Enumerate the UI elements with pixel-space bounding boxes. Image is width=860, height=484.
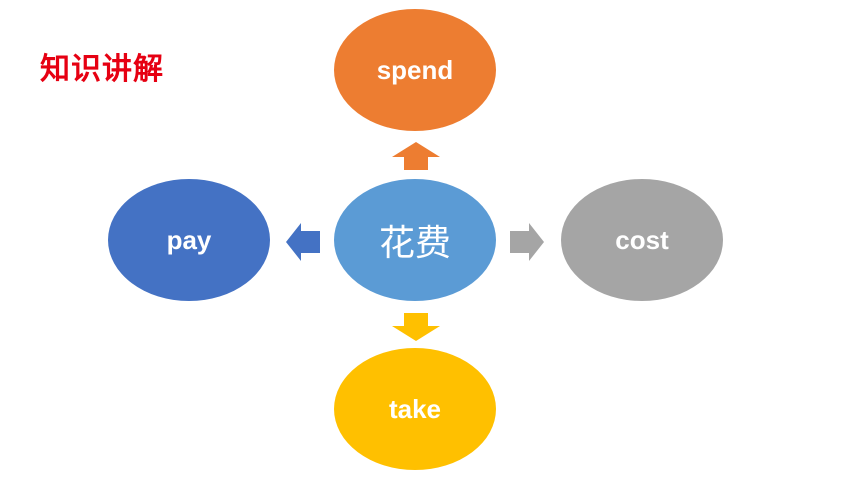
arrow-left-icon bbox=[286, 223, 320, 261]
arrow-up-shape bbox=[392, 142, 440, 170]
arrow-right-icon bbox=[510, 223, 544, 261]
node-cost-label: cost bbox=[615, 224, 669, 255]
page-title: 知识讲解 bbox=[40, 52, 164, 87]
node-center-label: 花费 bbox=[378, 223, 451, 264]
node-center: 花费 bbox=[334, 179, 496, 301]
node-take-label: take bbox=[388, 393, 442, 424]
node-spend: spend bbox=[334, 9, 496, 131]
arrow-left-shape bbox=[286, 223, 320, 261]
node-pay-label: pay bbox=[166, 224, 212, 255]
arrow-up-icon bbox=[392, 142, 440, 170]
node-pay: pay bbox=[108, 179, 270, 301]
node-cost: cost bbox=[561, 179, 723, 301]
node-take: take bbox=[334, 348, 496, 470]
arrow-right-shape bbox=[510, 223, 544, 261]
arrow-down-shape bbox=[392, 313, 440, 341]
arrow-down-icon bbox=[392, 313, 440, 341]
node-spend-label: spend bbox=[376, 54, 454, 85]
